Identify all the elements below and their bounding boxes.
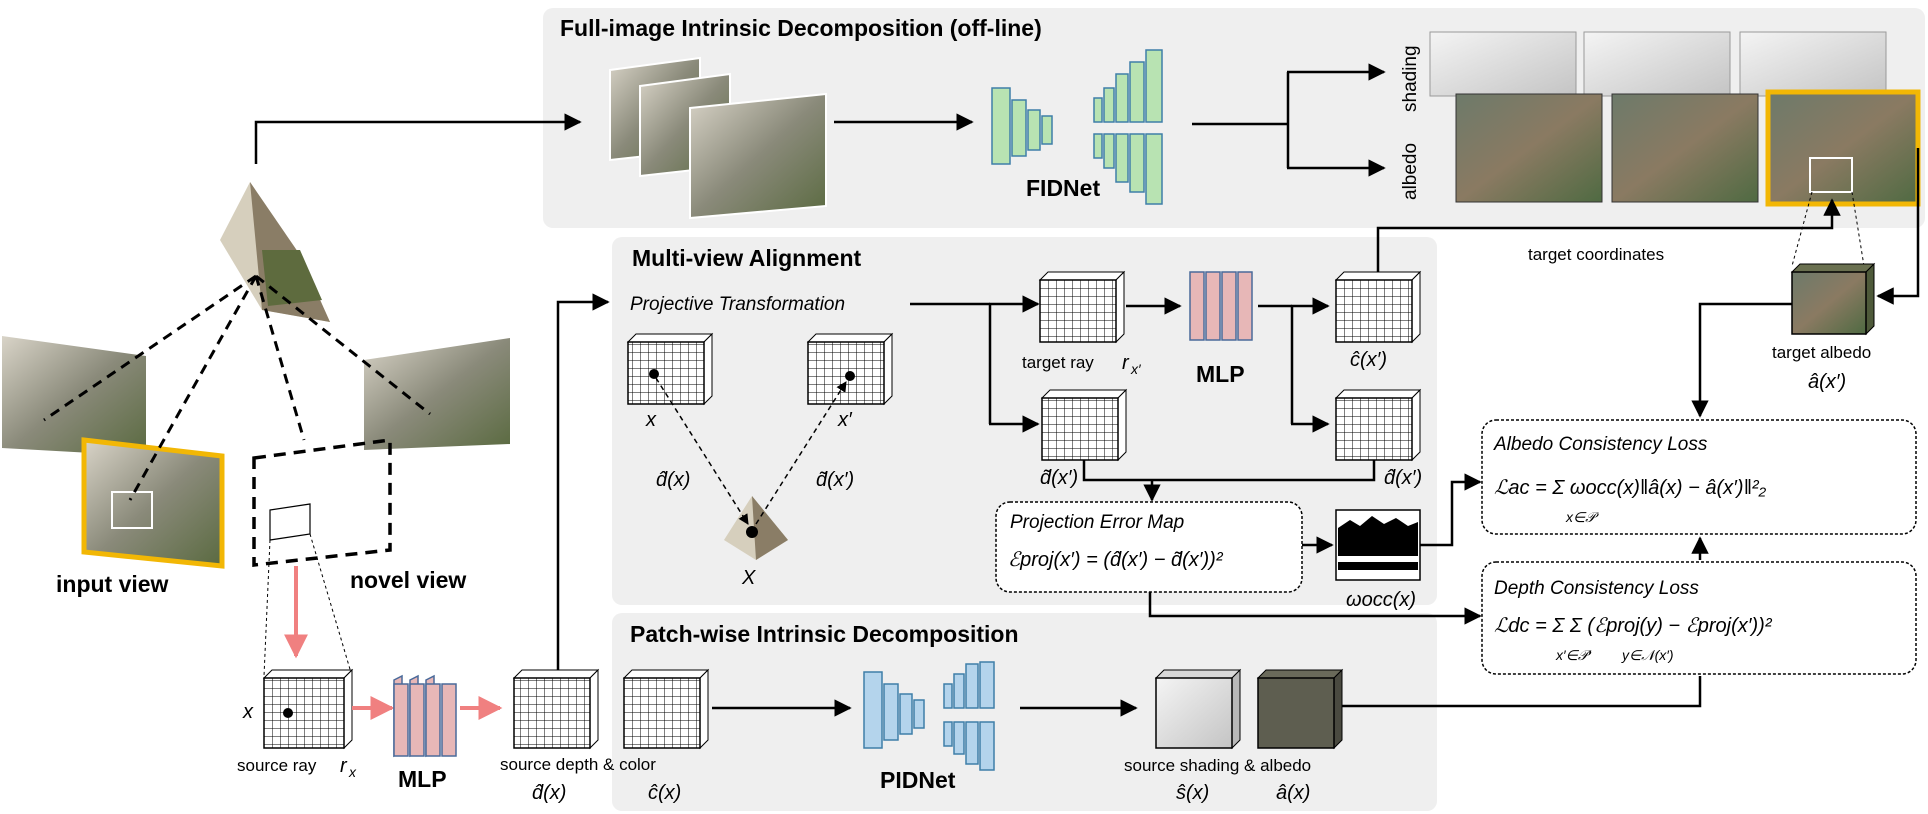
target-mlp-label: MLP (1196, 361, 1245, 387)
source-shading-albedo-label: source shading & albedo (1124, 756, 1311, 775)
projection-error-equation: ℰproj(x′) = (d̂(x′) − d̃(x′))² (1008, 549, 1224, 571)
right-view-image (364, 338, 510, 450)
fidnet-section-title: Full-image Intrinsic Decomposition (off-… (560, 15, 1042, 41)
source-ray-sub: x (348, 764, 357, 780)
omega-to-albedo-loss-arrow (1420, 473, 1482, 547)
depth-loss-equation: ℒdc = Σ Σ (ℰproj(y) − ℰproj(x′))² (1494, 615, 1773, 637)
c-hat-xprime-label: ĉ(x′) (1350, 349, 1387, 371)
target-ray-grid (1038, 270, 1126, 344)
c-hat-xprime-grid (1334, 270, 1422, 344)
patch-guide-right (309, 533, 353, 677)
zoom-guide-right (1851, 191, 1865, 267)
albedo-out-to-patch-arrow (1876, 148, 1920, 305)
target-ray-label: target ray (1022, 353, 1094, 372)
scene-to-fidnet-arrow (254, 113, 582, 164)
target-albedo-patch (1790, 262, 1876, 336)
albedo-loss-subscript: x∈𝒫 (1565, 509, 1599, 525)
depth-loss-box (1481, 561, 1917, 675)
target-coordinates-label: target coordinates (1528, 245, 1664, 264)
X-label: X (741, 567, 756, 589)
target-ray-math: r (1122, 352, 1130, 374)
left-view-image (2, 336, 146, 456)
projective-transformation-label: Projective Transformation (630, 294, 845, 315)
source-albedo-patch (1256, 668, 1344, 750)
source-mlp-label: MLP (398, 766, 447, 792)
fidnet-input-images (609, 56, 827, 220)
albedo-outputs (1455, 89, 1921, 207)
fidnet-label: FIDNet (1026, 175, 1100, 201)
depth-to-mva-arrow (556, 293, 610, 670)
d-tilde-xprime-label-2: d̃(x′) (1040, 467, 1078, 489)
error-to-depth-loss-arrow (1148, 592, 1482, 625)
input-view-label: input view (56, 571, 169, 597)
pidnet-block (863, 661, 995, 771)
source-color-grid (622, 668, 710, 750)
omega-occ-label: ωocc(x) (1346, 589, 1416, 611)
input-view-image[interactable] (81, 437, 225, 569)
X-to-xprime-line (755, 381, 847, 525)
d-tilde-xprime-label: d̃(x′) (816, 469, 854, 491)
source-color-math: ĉ(x) (648, 782, 681, 804)
depth-loss-subscript-2: y∈𝒩(x′) (1621, 647, 1674, 663)
pidnet-label: PIDNet (880, 767, 956, 793)
pid-section-title: Patch-wise Intrinsic Decomposition (630, 621, 1019, 647)
source-shading-patch (1154, 668, 1242, 750)
d-hat-xprime-grid (1334, 388, 1422, 462)
zoom-guide-left (1791, 191, 1813, 267)
source-depth-grid (512, 668, 600, 750)
view-projection-lines (43, 274, 431, 501)
x-prime-label: x′ (837, 409, 853, 431)
source-x-label: x (242, 701, 254, 723)
albedo-loss-title: Albedo Consistency Loss (1493, 434, 1708, 455)
source-ray-grid (262, 668, 354, 750)
novel-view-frame[interactable] (252, 438, 392, 567)
source-shading-math: ŝ(x) (1176, 782, 1209, 804)
d-hat-x-label: d̂(x) (656, 469, 690, 491)
target-mlp-block (1189, 271, 1253, 341)
pid-panel (612, 613, 1437, 811)
source-depth-color-label: source depth & color (500, 755, 656, 774)
x-prime-grid (806, 332, 894, 406)
albedo-label: albedo (1400, 143, 1421, 200)
x-to-X-line (655, 377, 749, 525)
source-albedo-math: â(x) (1276, 782, 1310, 804)
scene-reconstruction (220, 182, 330, 322)
albedo-loss-box (1481, 419, 1917, 535)
target-ray-sub: x′ (1130, 361, 1142, 377)
source-mlp-block (393, 674, 457, 758)
source-albedo-to-loss-line (1342, 676, 1702, 708)
source-depth-math: d̂(x) (532, 782, 566, 804)
patch-guide-left (263, 539, 271, 677)
shading-label: shading (1400, 45, 1421, 112)
target-albedo-label: target albedo (1772, 343, 1871, 362)
shading-outputs (1429, 31, 1887, 97)
omega-occ-image (1335, 509, 1421, 581)
source-ray-math: r (340, 755, 348, 777)
depth-loss-title: Depth Consistency Loss (1494, 578, 1699, 599)
fidnet-block (991, 49, 1163, 205)
source-ray-label: source ray (237, 756, 317, 775)
novel-view-label: novel view (350, 567, 466, 593)
x-grid (626, 332, 714, 406)
merge-line (1082, 460, 1376, 482)
d-hat-xprime-label: d̂(x′) (1384, 467, 1422, 489)
mva-section-title: Multi-view Alignment (632, 245, 861, 271)
depth-loss-subscript-1: x′∈𝒫′ (1555, 647, 1592, 663)
d-tilde-xprime-grid (1040, 388, 1128, 462)
patch-to-albedo-loss-arrow (1691, 302, 1792, 418)
albedo-loss-equation: ℒac = Σ ωocc(x)‖â(x) − â(x′)‖²₂ (1494, 477, 1767, 499)
projection-error-title: Projection Error Map (1010, 512, 1184, 533)
chat-to-target-coord-line (1376, 198, 1841, 272)
scene-point-figure (724, 496, 788, 560)
target-albedo-math: â(x′) (1808, 371, 1846, 393)
x-label: x (645, 409, 657, 431)
